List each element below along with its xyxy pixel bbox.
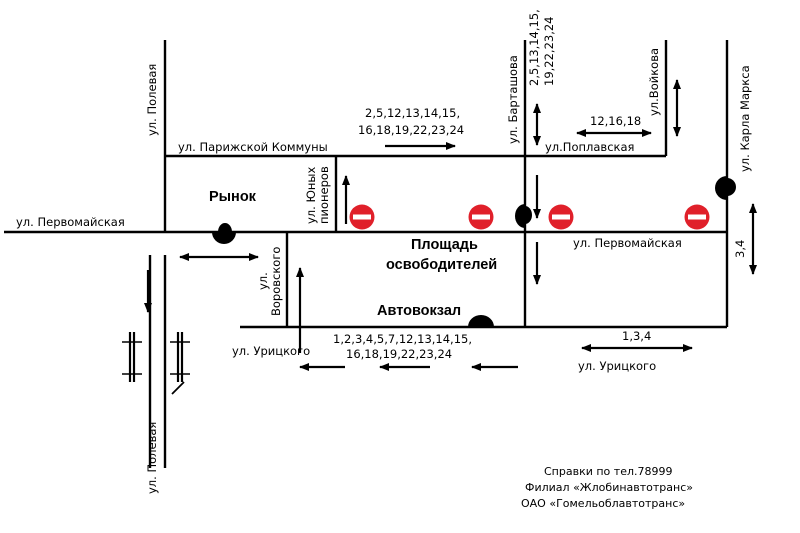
routes-bartashova-2: 19,22,23,24 bbox=[542, 17, 556, 87]
label-karla-marksa: ул. Карла Маркса bbox=[738, 65, 752, 172]
label-vorovskogo-2: Воровского bbox=[269, 247, 283, 316]
no-entry-sign-4 bbox=[684, 204, 710, 230]
routes-parizhskoy-2: 16,18,19,22,23,24 bbox=[358, 123, 464, 137]
footer-phone: Справки по тел.78999 bbox=[544, 465, 672, 478]
footer-company: ОАО «Гомельоблавтотранс» bbox=[521, 497, 685, 510]
no-entry-sign-1 bbox=[349, 204, 375, 230]
no-entry-sign-2 bbox=[468, 204, 494, 230]
routes-karla-marksa: 3,4 bbox=[733, 240, 747, 258]
routes-poplavskaya: 12,16,18 bbox=[590, 114, 641, 128]
label-parizhskoy-kommuny: ул. Парижской Коммуны bbox=[178, 140, 328, 154]
label-polevaya-bottom: ул. Полевая bbox=[145, 422, 159, 494]
label-avtovokzal: Автовокзал bbox=[377, 303, 461, 319]
label-uritskogo-right: ул. Урицкого bbox=[578, 359, 656, 373]
label-yunykh-pionerov-2: пионеров bbox=[317, 166, 331, 224]
label-pervomayskaya-right: ул. Первомайская bbox=[573, 236, 682, 250]
routes-uritskogo-right: 1,3,4 bbox=[622, 329, 651, 343]
label-voykova: ул.Войкова bbox=[647, 48, 661, 116]
routes-uritskogo-2: 16,18,19,22,23,24 bbox=[346, 347, 452, 361]
bus-stops bbox=[212, 176, 736, 327]
bus-stop-icon bbox=[212, 223, 236, 244]
railway-crossing bbox=[122, 332, 190, 395]
direction-arrows bbox=[144, 79, 757, 371]
bus-stop-icon bbox=[468, 315, 494, 327]
bus-stop-icon bbox=[515, 204, 532, 228]
label-vorovskogo-1: ул. bbox=[256, 272, 270, 290]
label-ploshchad: Площадь bbox=[411, 237, 478, 253]
footer-branch: Филиал «Жлобинавтотранс» bbox=[525, 481, 693, 494]
label-polevaya-top: ул. Полевая bbox=[145, 64, 159, 136]
bus-stop-icon bbox=[715, 176, 736, 200]
label-pervomayskaya-left: ул. Первомайская bbox=[16, 215, 125, 229]
routes-bartashova-1: 2,5,13,14,15, bbox=[527, 9, 541, 86]
routes-parizhskoy-1: 2,5,12,13,14,15, bbox=[365, 106, 460, 120]
label-rynok: Рынок bbox=[209, 189, 257, 205]
street-lines bbox=[4, 40, 729, 468]
label-poplavskaya: ул.Поплавская bbox=[545, 140, 634, 154]
no-entry-signs bbox=[349, 204, 710, 230]
label-uritskogo-left: ул. Урицкого bbox=[232, 344, 310, 358]
no-entry-sign-3 bbox=[548, 204, 574, 230]
label-bartashova: ул. Барташова bbox=[506, 55, 520, 144]
routes-uritskogo-1: 1,2,3,4,5,7,12,13,14,15, bbox=[333, 332, 472, 346]
label-yunykh-pionerov-1: ул. Юных bbox=[304, 167, 318, 224]
label-osvoboditeley: освободителей bbox=[386, 257, 497, 273]
